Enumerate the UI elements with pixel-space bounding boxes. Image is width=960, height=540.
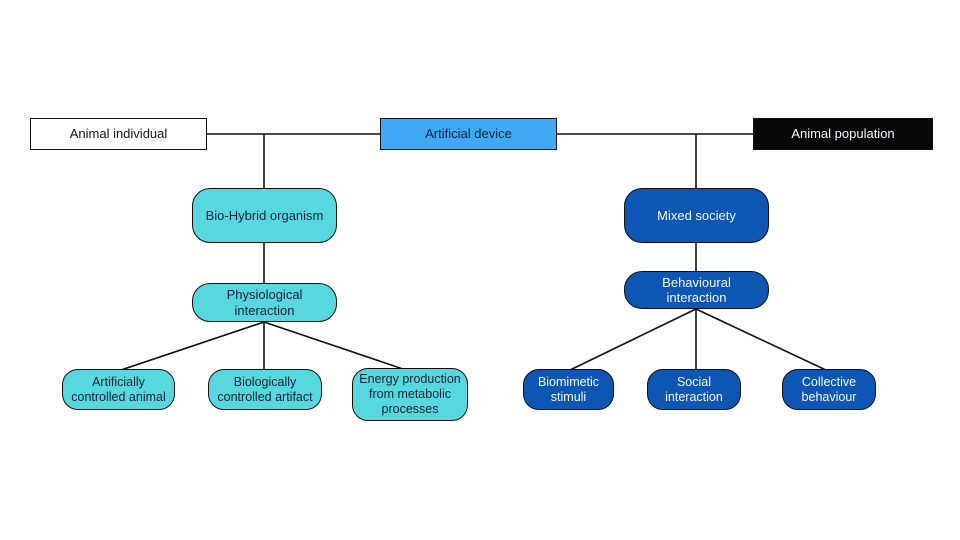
node-biomimetic-stimuli: Biomimetic stimuli <box>523 369 614 410</box>
node-bio-hybrid-organism: Bio-Hybrid organism <box>192 188 337 243</box>
node-label: Behavioural interaction <box>662 274 731 305</box>
node-label: Animal individual <box>69 126 168 142</box>
node-label: Social interaction <box>665 374 723 404</box>
node-label: Artificially controlled animal <box>71 374 166 404</box>
node-collective-behaviour: Collective behaviour <box>782 369 876 410</box>
node-behavioural-interaction: Behavioural interaction <box>624 271 769 309</box>
node-mixed-society: Mixed society <box>624 188 769 243</box>
node-physiological-interaction: Physiological interaction <box>192 283 337 322</box>
node-label: Collective behaviour <box>801 374 857 404</box>
node-label: Energy production from metabolic process… <box>359 372 461 416</box>
node-label: Physiological interaction <box>226 287 303 318</box>
node-label: Bio-Hybrid organism <box>205 207 324 223</box>
node-label: Artificial device <box>425 126 512 142</box>
node-biologically-controlled-artifact: Biologically controlled artifact <box>208 369 322 410</box>
node-animal-individual: Animal individual <box>30 118 207 150</box>
node-label: Mixed society <box>657 207 736 223</box>
node-animal-population: Animal population <box>753 118 933 150</box>
node-social-interaction: Social interaction <box>647 369 741 410</box>
node-artificial-device: Artificial device <box>380 118 557 150</box>
node-energy-production: Energy production from metabolic process… <box>352 368 468 421</box>
node-label: Biomimetic stimuli <box>537 374 600 404</box>
node-label: Biologically controlled artifact <box>217 374 313 404</box>
node-artificially-controlled-animal: Artificially controlled animal <box>62 369 175 410</box>
node-label: Animal population <box>791 126 895 142</box>
